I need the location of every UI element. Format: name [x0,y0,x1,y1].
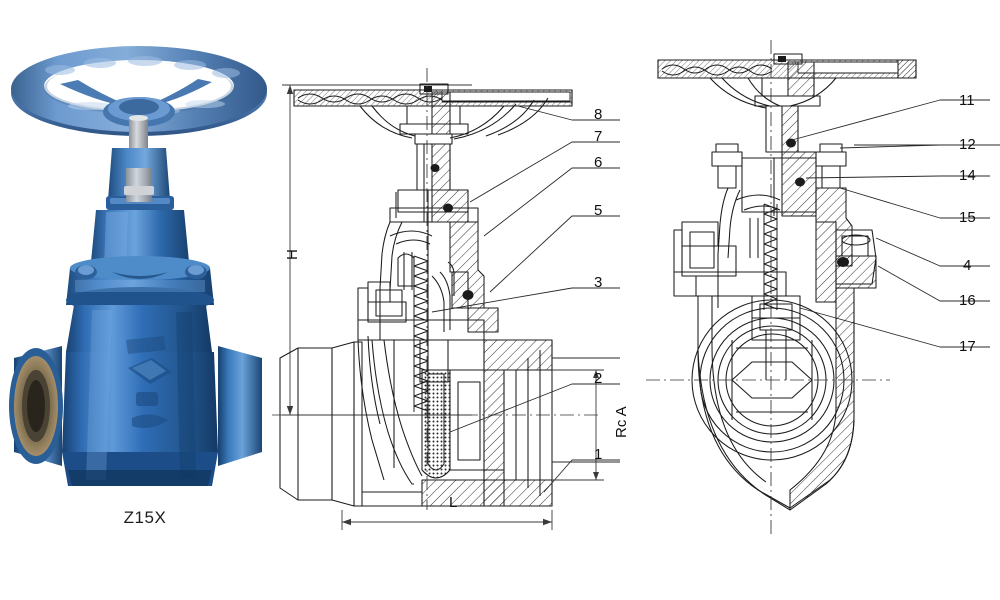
stem-yoke-right [711,105,847,217]
callout-17: 17 [959,338,976,355]
valve-photo-graphic [9,46,267,486]
middle-sectional-view [272,40,632,540]
dimension-L [341,510,553,530]
right-sectional-view [640,40,1000,540]
handwheel-section [293,83,573,145]
callout-12: 12 [959,136,976,153]
callout-15: 15 [959,209,976,226]
callout-7: 7 [594,128,603,145]
photo-handwheel [11,46,267,136]
photo-body [9,305,262,486]
callout-5: 5 [594,202,603,219]
photo-stem [129,115,148,148]
callout-3: 3 [594,274,603,291]
callout-4: 4 [963,257,972,274]
photo-bonnet [66,210,214,313]
stem-thread-right [763,203,778,310]
photo-caption: Z15X [123,508,167,527]
callout-2: 2 [594,370,603,387]
dimension-label-L: L [449,494,458,511]
leader-lines [431,105,620,493]
dimension-label-H: H [284,249,301,260]
bonnet-right [717,187,877,308]
leader-lines-right [791,99,1000,348]
callout-6: 6 [594,154,603,171]
valve-body-right [691,287,855,511]
bonnet-flange [357,281,499,341]
middle-view-graphic [272,68,620,530]
gate-valve-photo: Z15X [0,0,290,600]
callout-1: 1 [594,446,603,463]
centerlines-right [646,40,890,536]
callout-11: 11 [959,92,975,109]
gate-wedge [357,335,451,485]
valve-body [279,339,553,507]
centerlines [272,68,602,510]
callout-16: 16 [959,292,976,309]
callout-14: 14 [959,167,976,184]
callout-8: 8 [594,106,603,123]
right-view-graphic [646,40,1000,536]
dimension-label-RcA: Rc A [613,406,630,438]
photo-yoke [106,148,174,210]
handwheel-section-right [657,53,917,109]
